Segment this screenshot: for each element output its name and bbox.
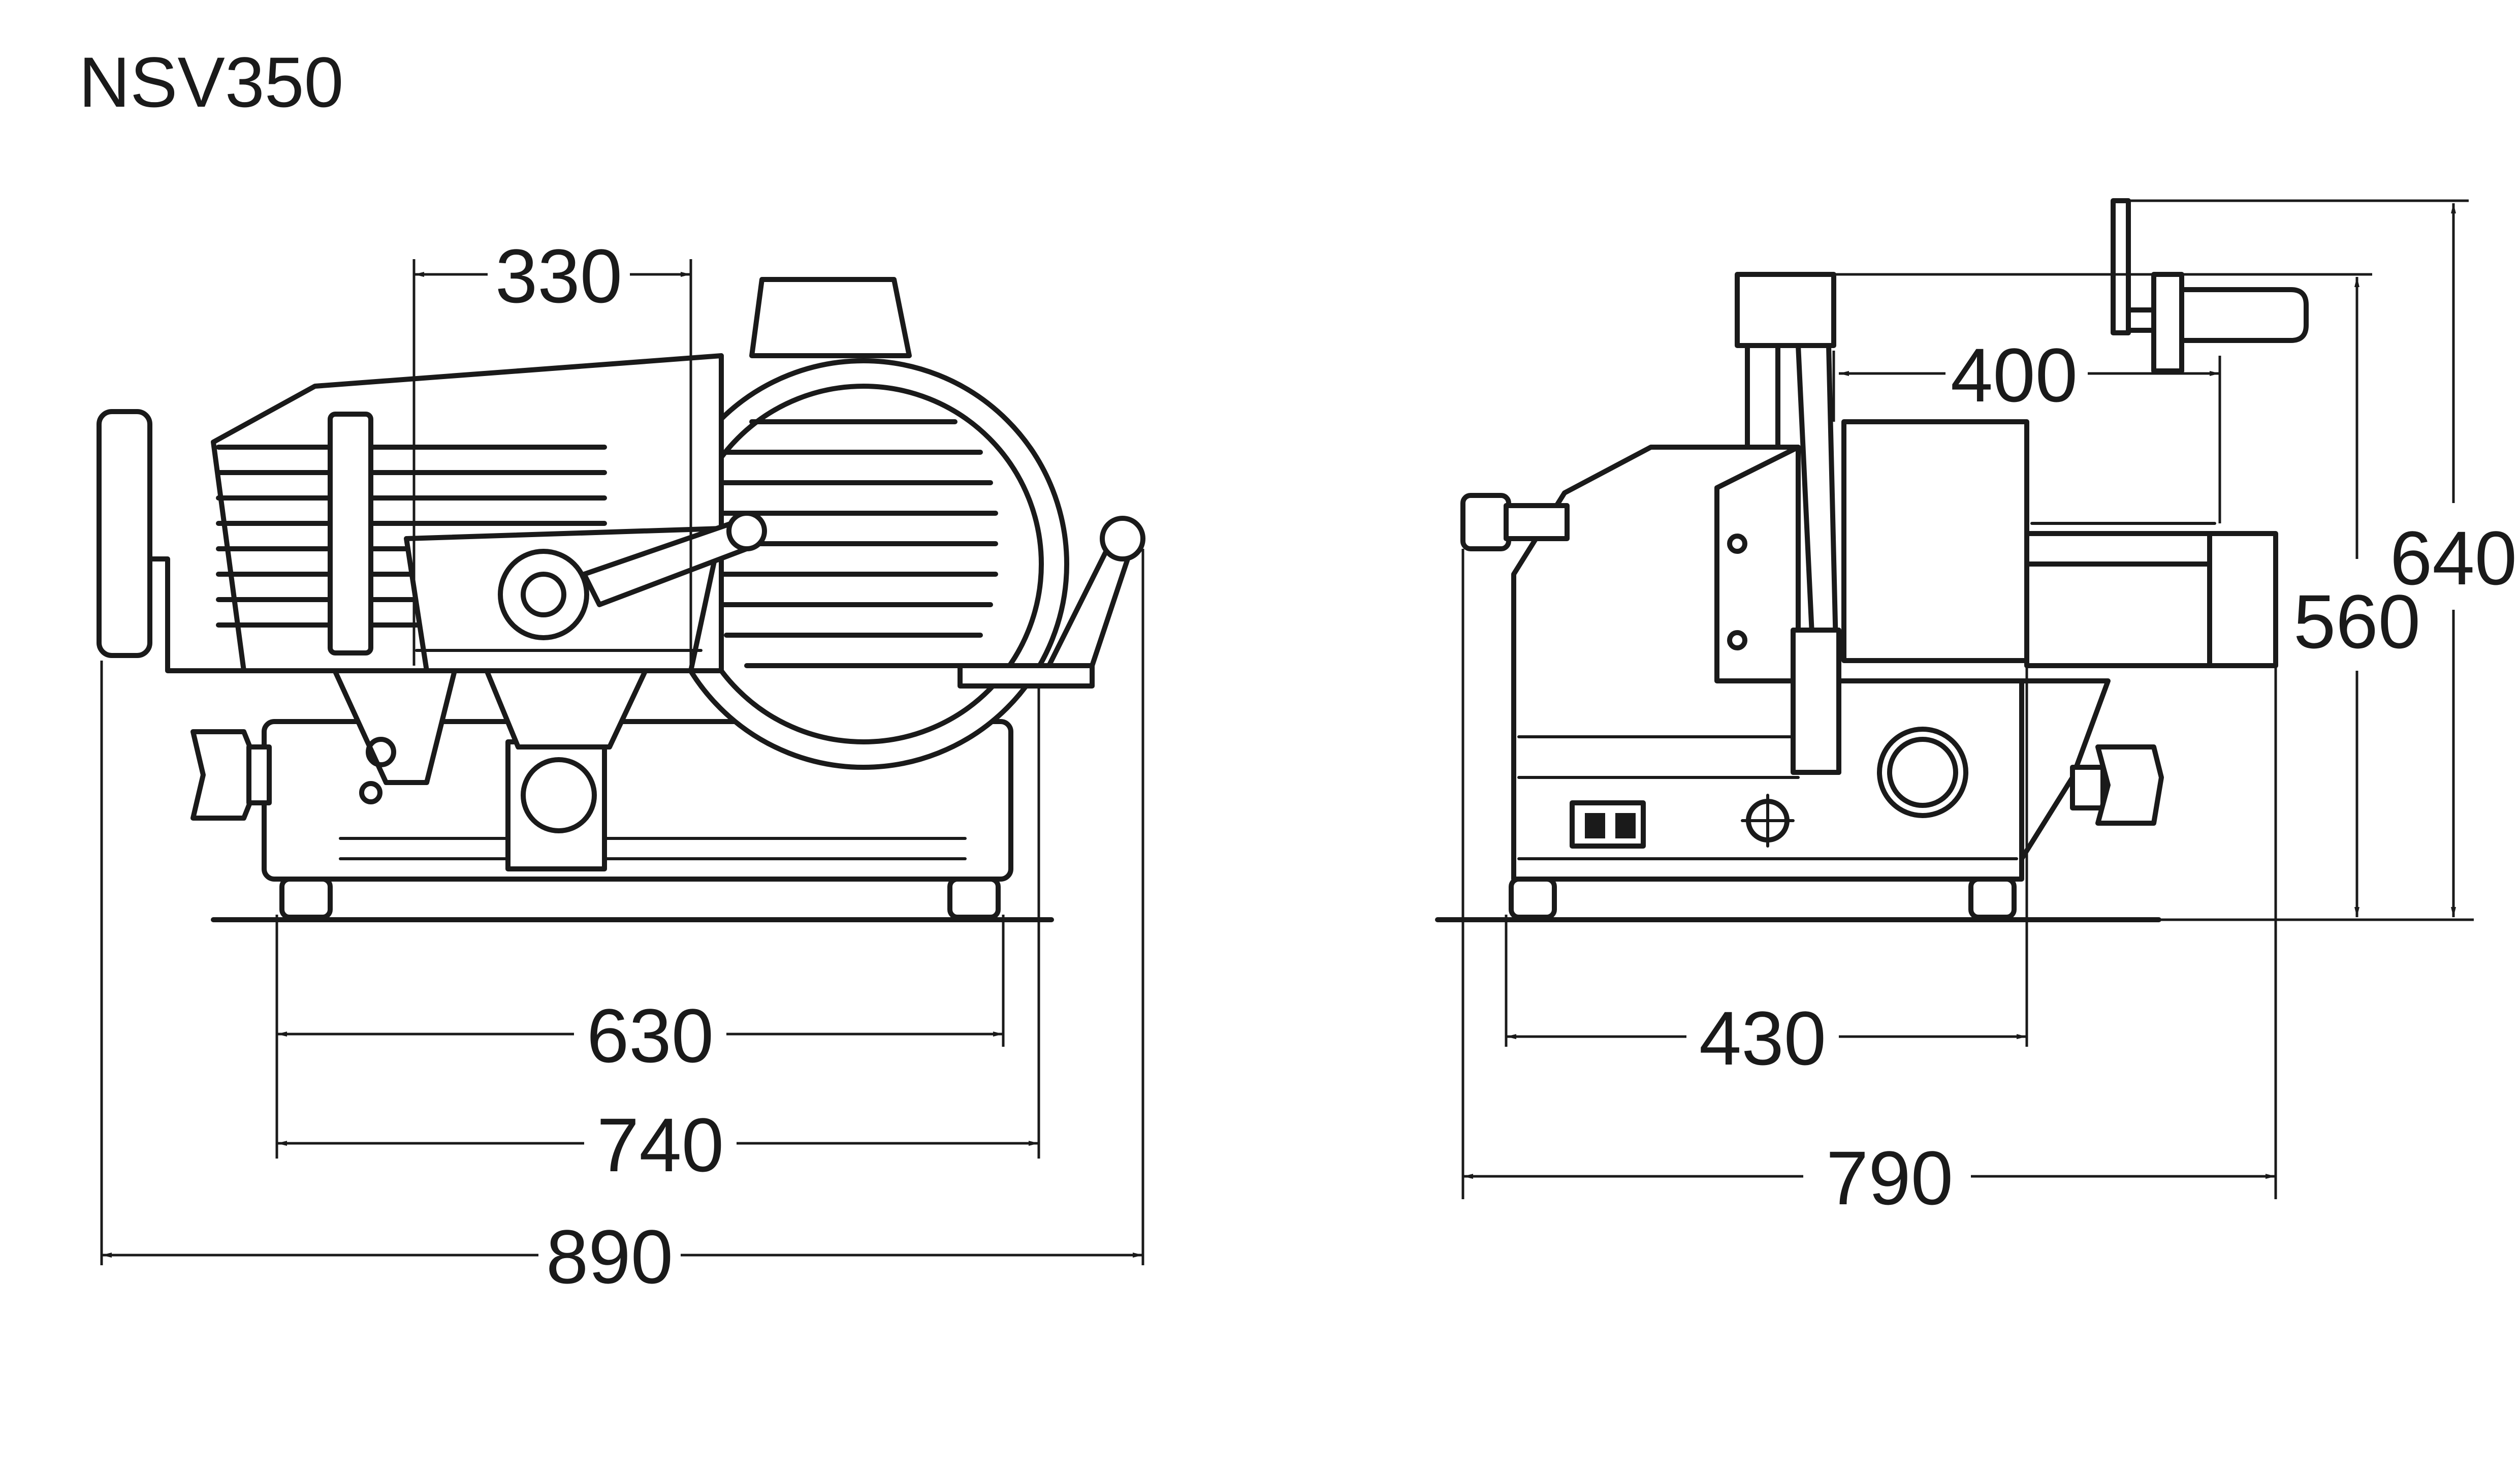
dim-blade-cut: 330	[495, 233, 622, 319]
dim-body-height: 560	[2293, 579, 2420, 664]
dim-feet-span: 630	[587, 993, 714, 1078]
dim-overall-height: 640	[2390, 515, 2517, 601]
dim-base-width: 740	[597, 1102, 724, 1188]
front-dimension-lines	[100, 259, 1144, 1265]
dim-carriage-travel: 400	[1951, 332, 2078, 418]
dim-overall-width: 890	[546, 1214, 673, 1299]
front-view-drawing	[97, 277, 1145, 922]
dim-feet-depth: 430	[1699, 995, 1826, 1081]
side-dimension-lines	[1461, 199, 2474, 1199]
dim-overall-depth: 790	[1826, 1135, 1953, 1221]
model-title: NSV350	[79, 42, 343, 122]
side-view-drawing	[1435, 198, 2309, 922]
